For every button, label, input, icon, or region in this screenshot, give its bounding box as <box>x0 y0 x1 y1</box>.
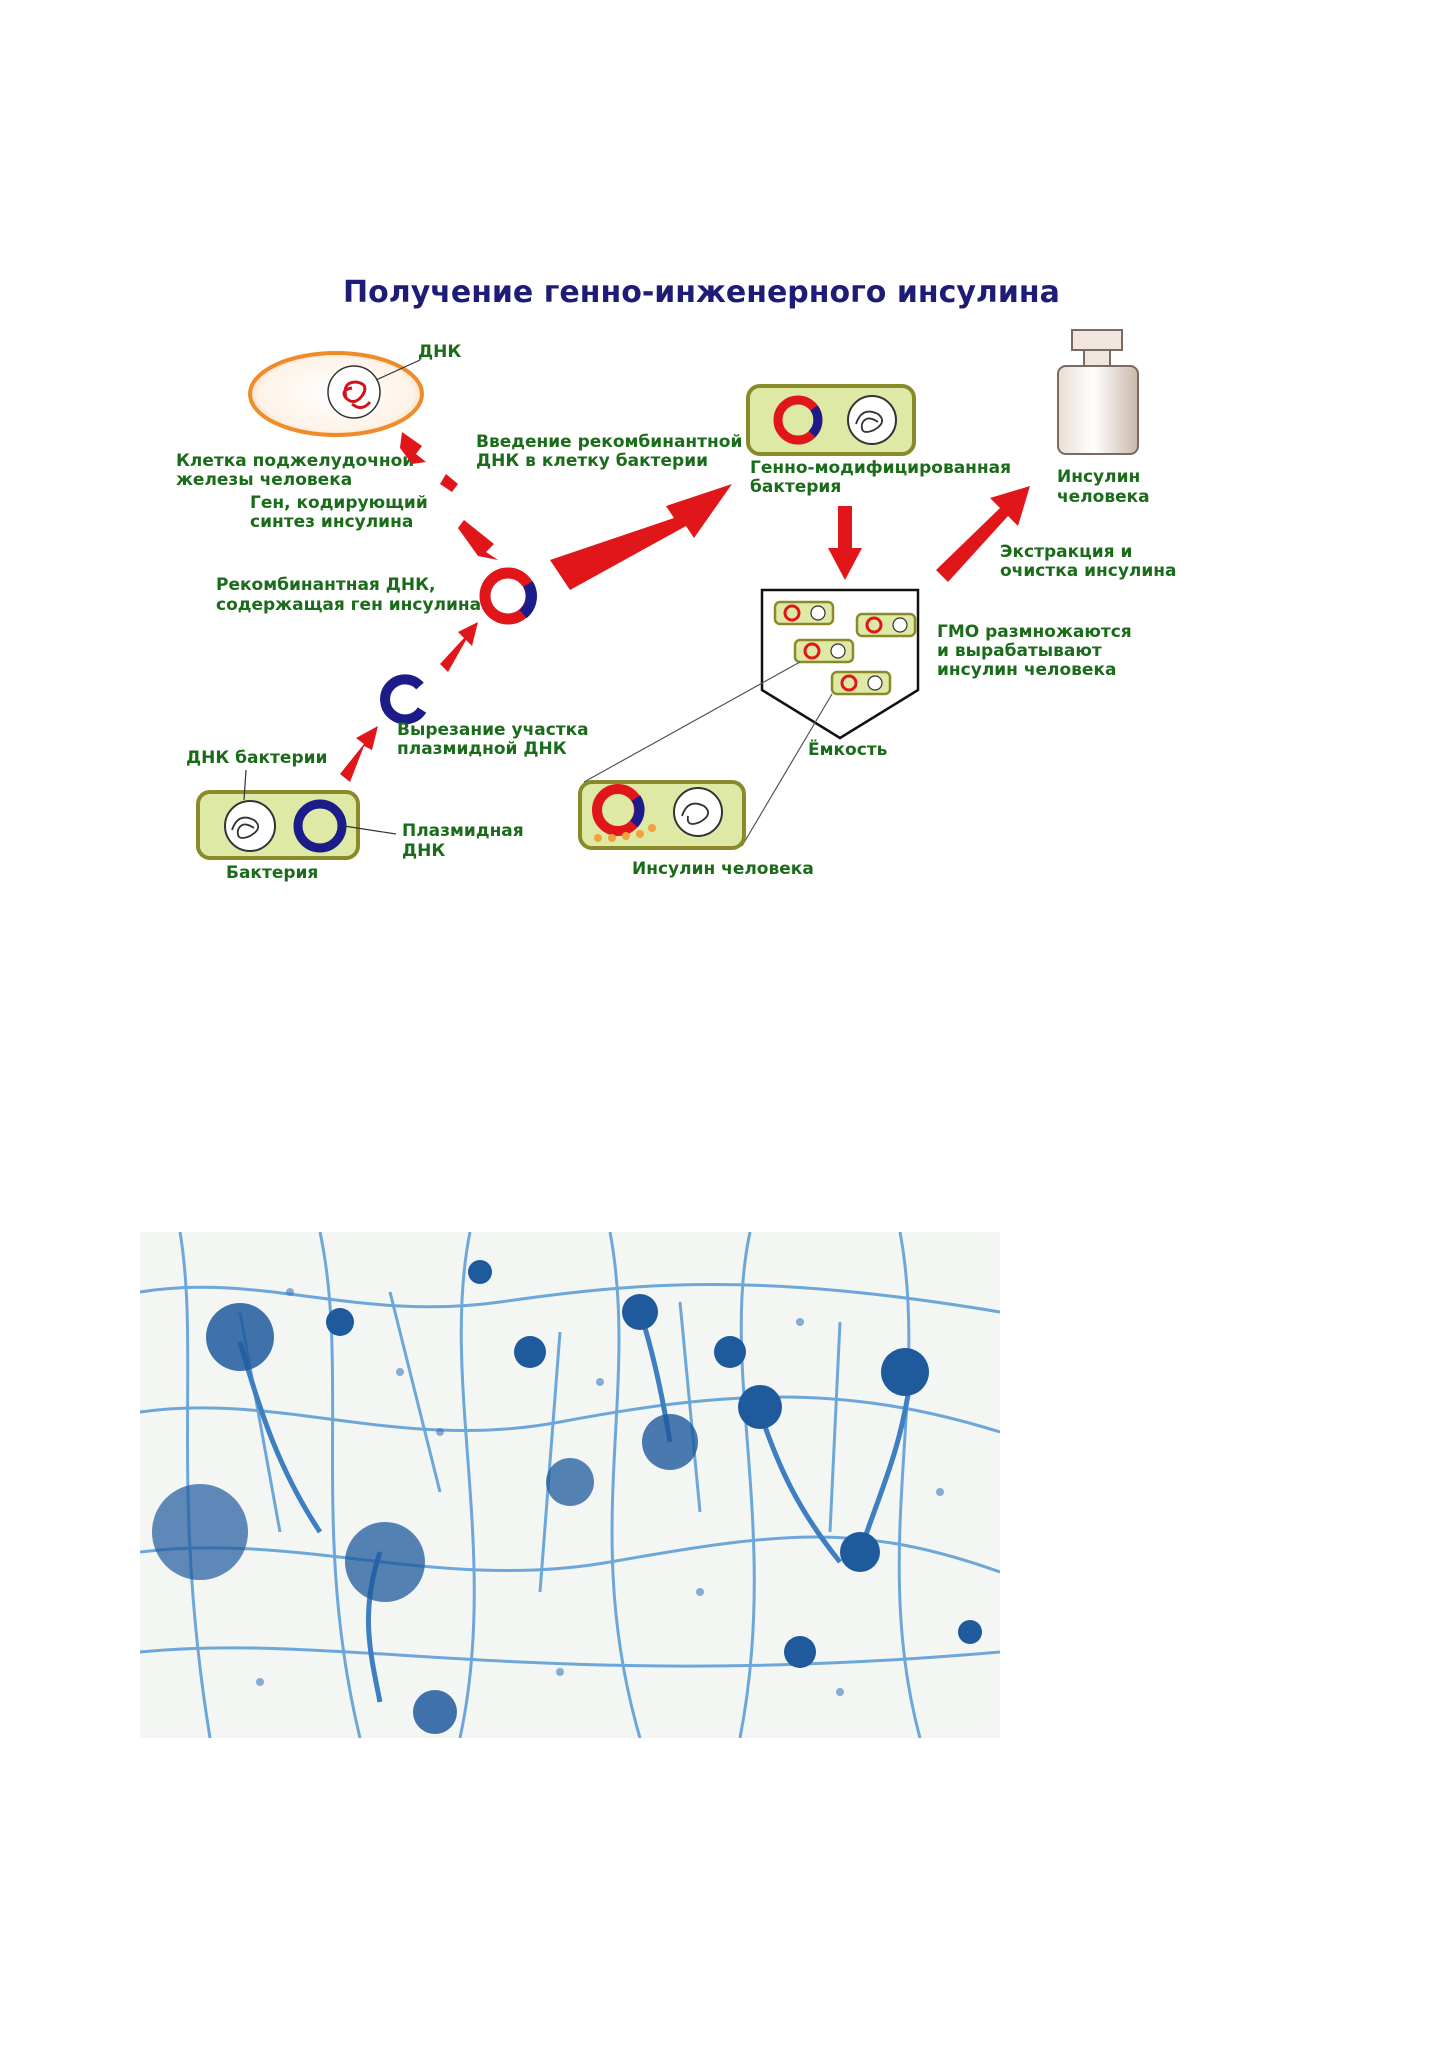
label-dna-top: ДНК <box>418 342 461 362</box>
label-pancreas-cell-1: Клетка поджелудочной <box>176 451 414 471</box>
arrow-to-insulin-vial <box>936 486 1030 582</box>
zoom-line-left <box>583 661 801 783</box>
label-plasmid-2: ДНК <box>402 841 445 861</box>
recombinant-dna-ring <box>479 567 537 625</box>
label-recombinant-1: Рекомбинантная ДНК, <box>216 575 435 595</box>
label-human-insulin: Инсулин человека <box>632 859 814 879</box>
enlarged-gm-bacterium <box>578 780 746 850</box>
insulin-vial-icon <box>1057 329 1139 455</box>
label-insulin-vial-2: человека <box>1057 487 1150 507</box>
diagram-title: Получение генно-инженерного инсулина <box>343 275 1060 310</box>
open-plasmid-ring <box>380 674 427 725</box>
label-pancreas-cell-2: железы человека <box>176 470 352 490</box>
arrow-to-tank <box>828 506 862 580</box>
label-introduction-2: ДНК в клетку бактерии <box>476 451 708 471</box>
label-introduction-1: Введение рекомбинантной <box>476 432 742 452</box>
fungal-mycelium-image <box>140 1232 1000 1738</box>
arrow-to-gm-bacterium <box>550 484 732 590</box>
label-gm-bacterium-2: бактерия <box>750 477 841 497</box>
zoom-line-right <box>741 693 833 847</box>
label-gm-bacterium-1: Генно-модифицированная <box>750 458 1011 478</box>
arrow-to-open-plasmid <box>340 726 378 782</box>
label-cut-1: Вырезание участка <box>397 720 589 740</box>
plasmid-pointer <box>343 825 397 835</box>
label-tank: Ёмкость <box>808 738 887 760</box>
bacterium <box>196 790 360 860</box>
tank <box>760 588 920 740</box>
label-extraction-1: Экстракция и <box>1000 542 1132 562</box>
gene-fragment <box>440 474 458 492</box>
insulin-production-diagram: Получение генно-инженерного инсулина ДНК… <box>176 275 1177 883</box>
label-cut-2: плазмидной ДНК <box>397 739 567 759</box>
label-insulin-vial-1: Инсулин <box>1057 467 1140 487</box>
label-gene-2: синтез инсулина <box>250 512 413 532</box>
label-bacterium: Бактерия <box>226 863 318 883</box>
label-gmo-3: инсулин человека <box>937 660 1116 680</box>
gm-bacterium <box>746 384 916 456</box>
label-gmo-2: и вырабатывают <box>937 641 1102 661</box>
arrow-gene-to-recombinant <box>458 520 498 560</box>
label-plasmid-1: Плазмидная <box>402 821 524 841</box>
pancreas-cell <box>248 351 424 437</box>
label-recombinant-2: содержащая ген инсулина <box>216 595 481 615</box>
microscopy-photo <box>140 1232 1000 1738</box>
label-bacterial-dna: ДНК бактерии <box>186 748 327 768</box>
label-extraction-2: очистка инсулина <box>1000 561 1177 581</box>
arrow-cell-down <box>400 432 426 464</box>
dna-pointer-line <box>375 359 421 381</box>
arrow-plasmid-to-recombinant <box>440 622 478 672</box>
label-gene-1: Ген, кодирующий <box>250 493 428 513</box>
label-gmo-1: ГМО размножаются <box>937 622 1132 642</box>
bacterial-dna-pointer <box>243 769 247 801</box>
